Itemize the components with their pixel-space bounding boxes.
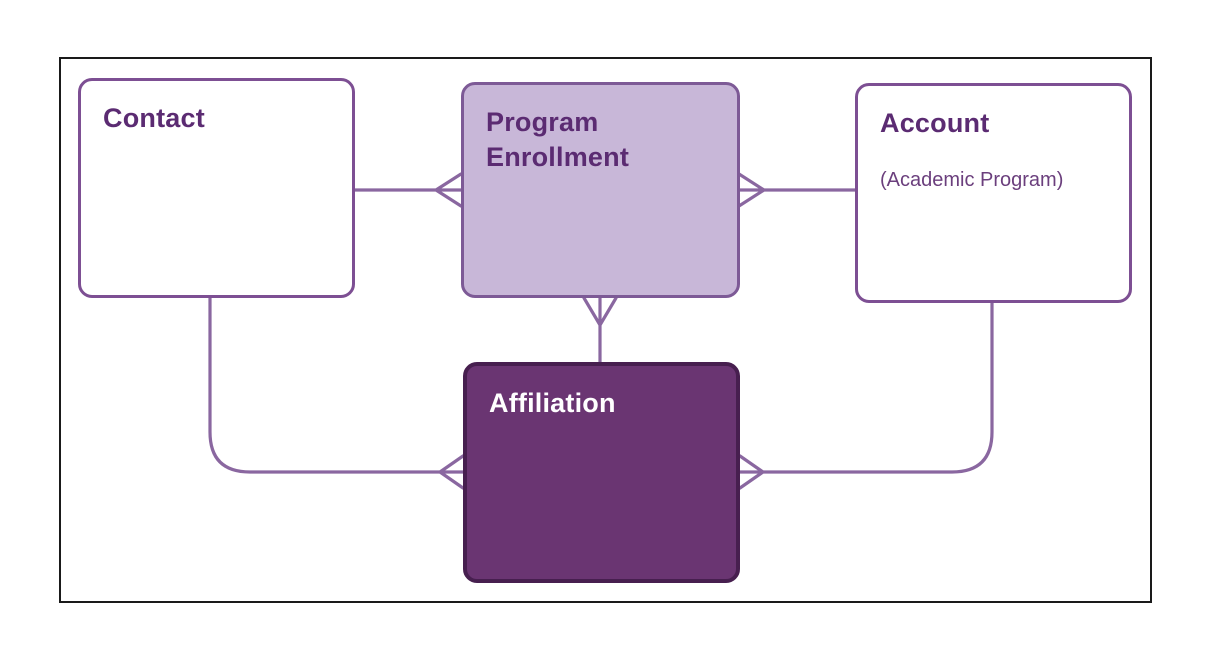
entity-contact-label: Contact — [103, 103, 205, 133]
connector-account-to-affiliation-crows-foot — [738, 301, 994, 490]
entity-contact: Contact — [78, 78, 355, 298]
entity-program-enrollment: Program Enrollment — [461, 82, 740, 298]
entity-program-enrollment-label: Program Enrollment — [486, 107, 630, 173]
connector-contact-to-affiliation-crows-foot — [208, 296, 465, 490]
entity-affiliation-label: Affiliation — [489, 388, 616, 418]
connector-contact-to-program-enrollment-crows-foot — [351, 172, 463, 208]
entity-account: Account (Academic Program) — [855, 83, 1132, 303]
connector-affiliation-to-program-enrollment-crows-foot — [582, 295, 618, 364]
entity-affiliation: Affiliation — [463, 362, 740, 583]
connector-account-to-program-enrollment-crows-foot — [737, 172, 857, 208]
entity-account-label: Account — [880, 108, 990, 138]
entity-account-sublabel: (Academic Program) — [880, 169, 1064, 192]
